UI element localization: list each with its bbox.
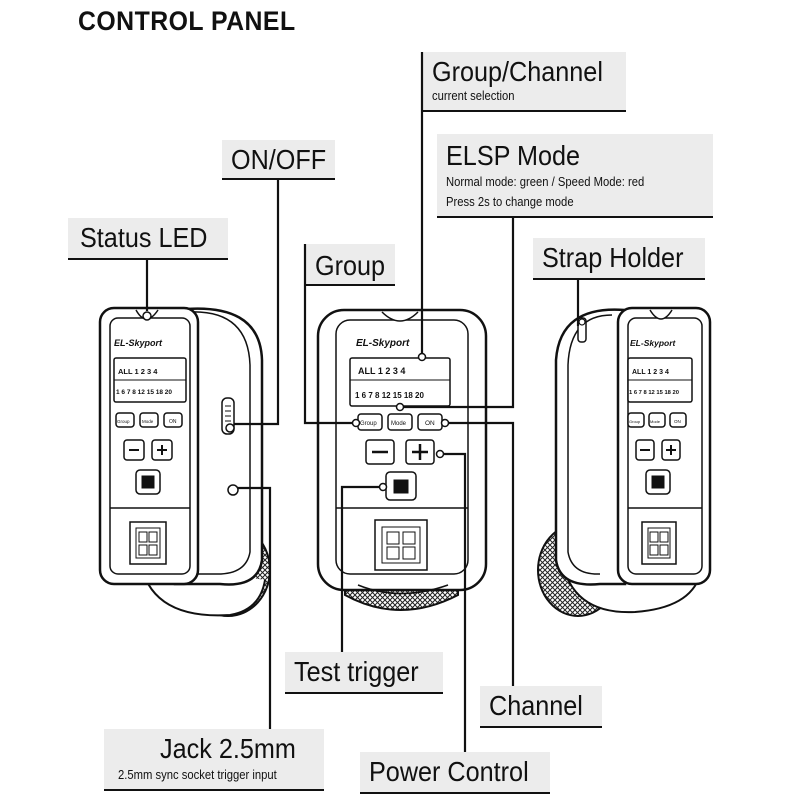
device-center	[316, 308, 488, 611]
selection-indicator	[417, 352, 427, 362]
callout-power-control: Power Control	[360, 752, 550, 794]
callout-label: Group/Channel	[432, 56, 603, 87]
display-row-2: 1 6 7 8 12 15 18 20	[629, 390, 679, 396]
callout-sub: Press 2s to change mode	[446, 195, 574, 209]
btn-on-label: ON	[169, 419, 177, 425]
display-row-2: 1 6 7 8 12 15 18 20	[116, 389, 172, 396]
btn-mode-label: Mode	[391, 421, 407, 427]
callout-sub: current selection	[432, 89, 515, 103]
callout-label: Channel	[489, 690, 583, 721]
page-title: CONTROL PANEL	[78, 6, 296, 36]
callout-channel: Channel	[480, 686, 602, 728]
leader-group	[303, 244, 352, 425]
status-led	[142, 311, 152, 321]
btn-group-label: Group	[117, 419, 130, 424]
callout-test-trigger: Test trigger	[285, 652, 443, 694]
callout-label: Strap Holder	[542, 242, 684, 273]
display-row-1: ALL 1 2 3 4	[632, 369, 669, 376]
callout-strap-holder: Strap Holder	[533, 238, 705, 280]
device-left	[98, 306, 271, 617]
brand-logo: EL-Skyport	[630, 338, 677, 348]
callout-sub: 2.5mm sync socket trigger input	[118, 768, 277, 782]
jack-socket	[227, 484, 239, 496]
leader-test-trigger	[340, 485, 379, 652]
callout-label: Jack 2.5mm	[160, 733, 296, 764]
btn-group-label: Group	[360, 421, 377, 427]
leader-jack	[238, 486, 272, 729]
leader-elsp-mode	[404, 218, 515, 409]
btn-group-label: Group	[629, 419, 641, 424]
callout-jack: Jack 2.5mm 2.5mm sync socket trigger inp…	[104, 729, 324, 791]
btn-on-label: ON	[674, 419, 681, 424]
device-right	[537, 306, 712, 617]
display-row-1: ALL 1 2 3 4	[358, 366, 405, 376]
callout-on-off: ON/OFF	[222, 140, 335, 180]
callout-sub: Normal mode: green / Speed Mode: red	[446, 175, 645, 189]
callout-status-led: Status LED	[68, 218, 228, 260]
btn-mode-label: Mode	[650, 419, 661, 424]
device-left-text: EL-Skyport ALL 1 2 3 4 1 6 7 8 12 15 18 …	[114, 338, 177, 425]
callout-label: Group	[315, 250, 386, 281]
leader-on-off	[234, 180, 280, 426]
brand-logo: EL-Skyport	[356, 338, 410, 349]
btn-on-label: ON	[425, 420, 435, 427]
leader-power-control	[444, 452, 467, 752]
leader-channel	[449, 421, 515, 686]
callout-label: Test trigger	[294, 656, 419, 687]
btn-mode-label: Mode	[142, 419, 154, 424]
callout-group: Group	[305, 244, 395, 286]
callout-label: Status LED	[80, 222, 208, 253]
callout-label: ON/OFF	[231, 144, 327, 175]
device-right-text: EL-Skyport ALL 1 2 3 4 1 6 7 8 12 15 18 …	[629, 338, 681, 424]
callout-label: Power Control	[369, 756, 529, 787]
mode-button[interactable]	[387, 413, 413, 431]
callout-elsp-mode: ELSP Mode Normal mode: green / Speed Mod…	[437, 134, 713, 218]
device-center-text: EL-Skyport ALL 1 2 3 4 1 6 7 8 12 15 18 …	[355, 338, 435, 427]
display-row-1: ALL 1 2 3 4	[118, 367, 158, 376]
callout-label: ELSP Mode	[446, 140, 581, 171]
callout-group-channel: Group/Channel current selection	[423, 52, 626, 112]
display-row-2: 1 6 7 8 12 15 18 20	[355, 391, 425, 400]
brand-logo: EL-Skyport	[114, 338, 163, 348]
leader-lines	[145, 52, 580, 752]
